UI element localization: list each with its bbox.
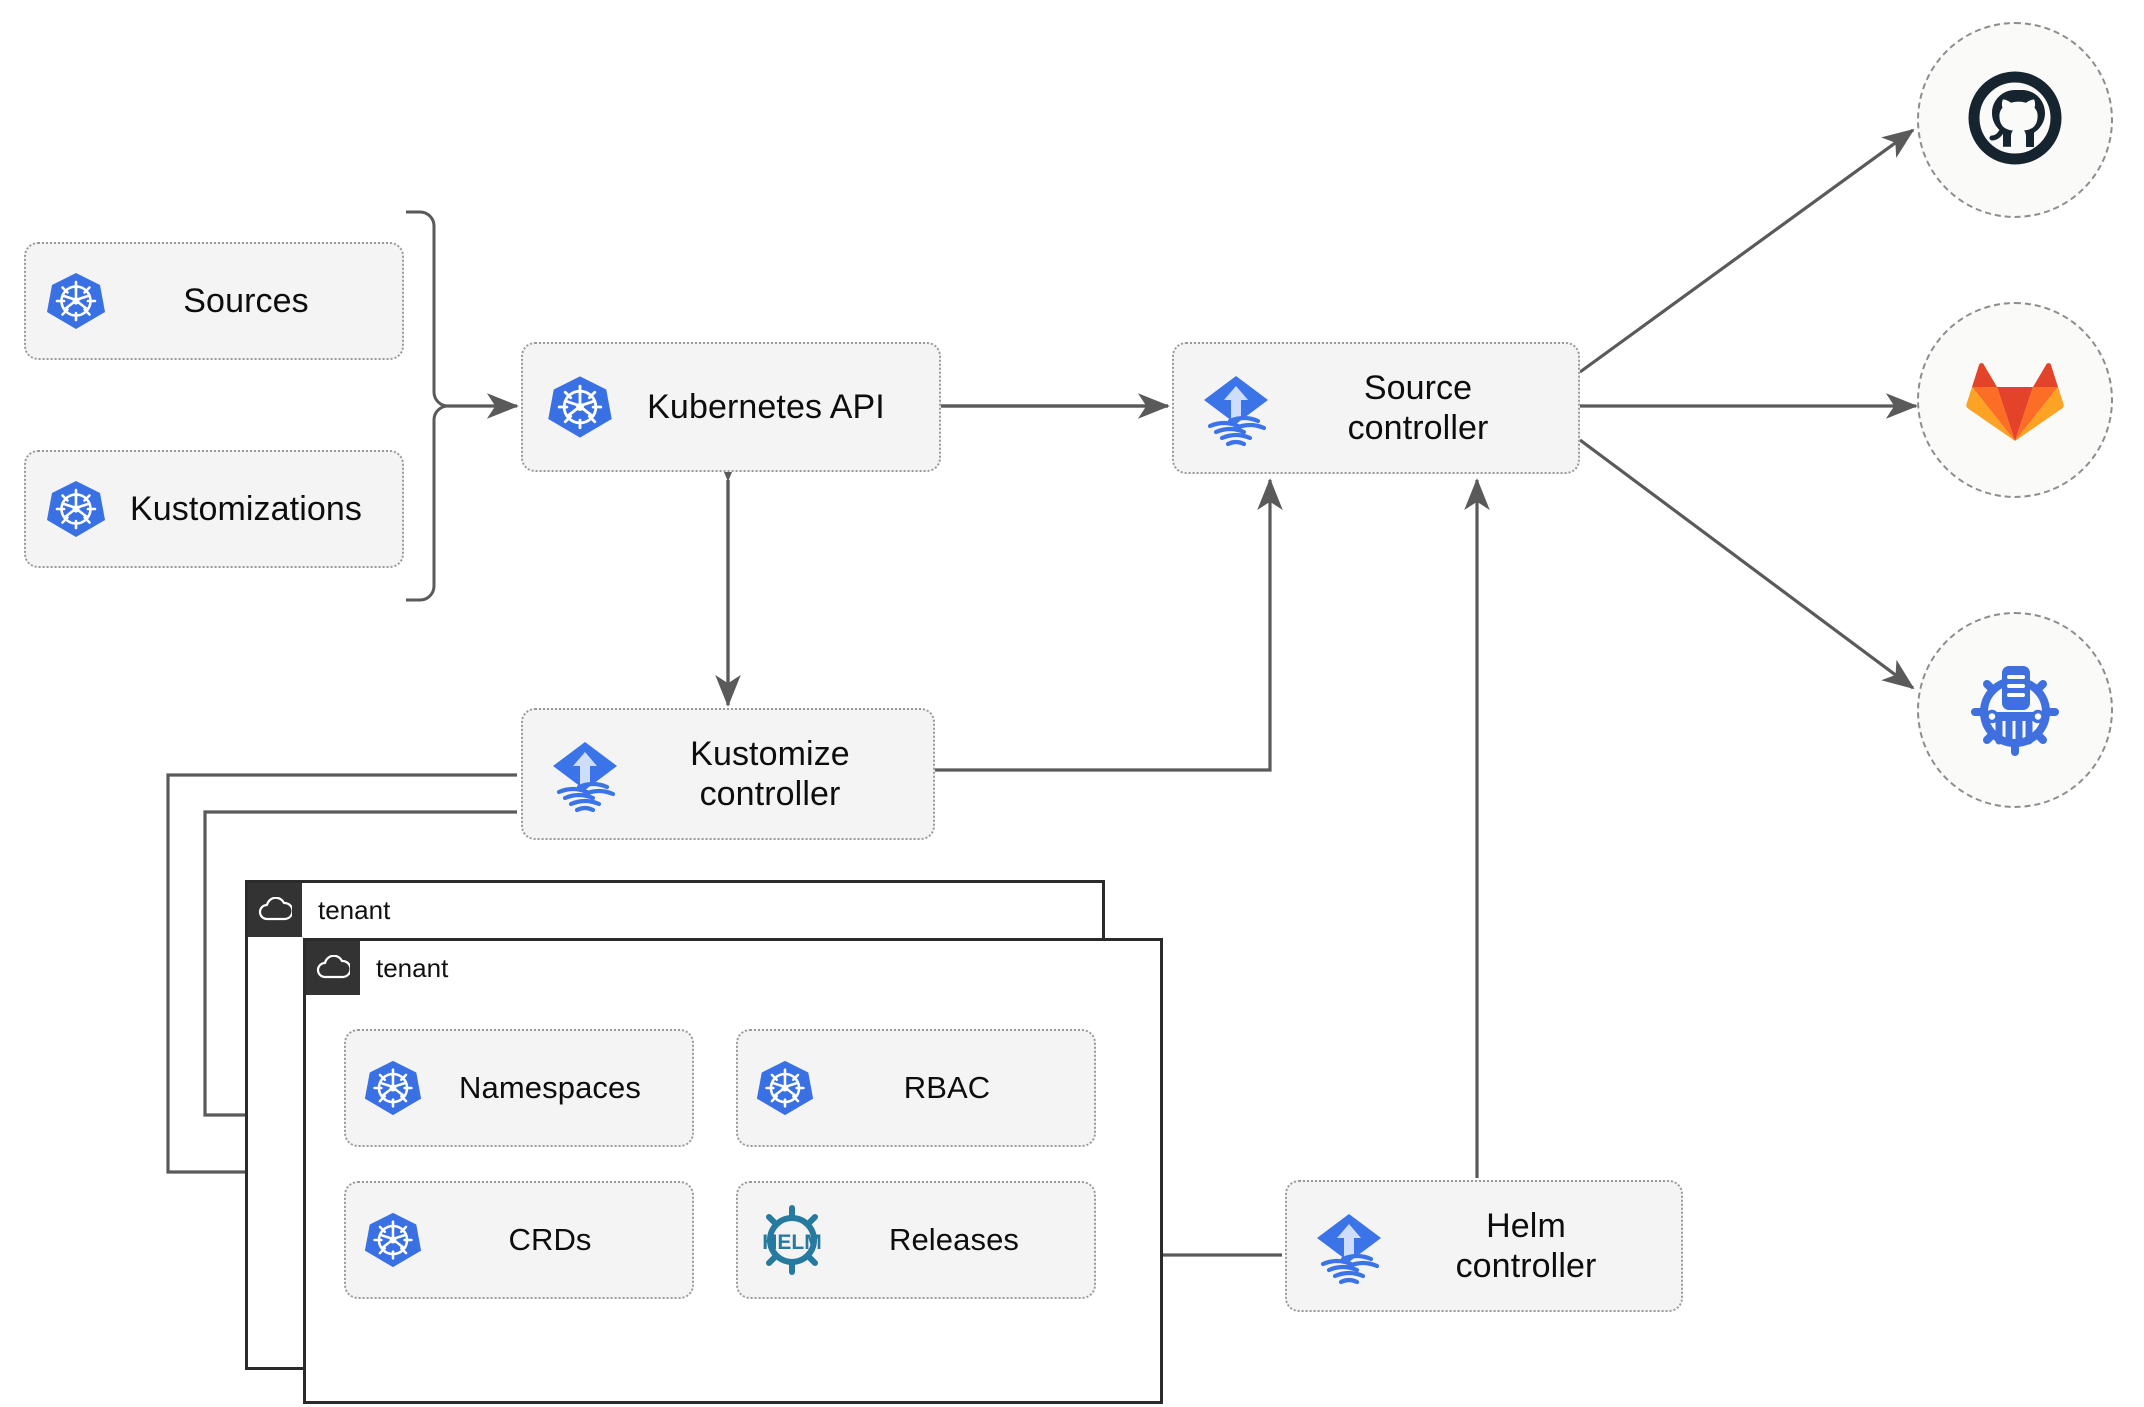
- node-source-controller[interactable]: Source controller: [1172, 342, 1580, 474]
- node-releases[interactable]: HELM Releases: [736, 1181, 1096, 1299]
- helm-icon: HELM: [754, 1202, 830, 1278]
- node-label: Helm controller: [1391, 1206, 1661, 1286]
- provider-chart-registry[interactable]: [1917, 612, 2113, 808]
- node-label: Sources: [183, 281, 309, 320]
- cloud-icon: [306, 941, 360, 995]
- provider-github[interactable]: [1917, 22, 2113, 218]
- node-label-line2: controller: [699, 775, 841, 813]
- node-label: Releases: [888, 1221, 1020, 1257]
- tenant-header: tenant: [248, 883, 390, 937]
- kubernetes-icon: [545, 372, 615, 442]
- kubernetes-icon: [754, 1057, 816, 1119]
- node-label-line1: Source: [1363, 368, 1473, 407]
- node-crds[interactable]: CRDs: [344, 1181, 694, 1299]
- tenant-label: tenant: [318, 894, 391, 925]
- node-sources[interactable]: Sources: [24, 242, 404, 360]
- node-label-line2: controller: [1455, 1247, 1597, 1285]
- node-label: Namespaces: [459, 1069, 641, 1105]
- gitlab-icon: [1965, 351, 2065, 450]
- node-kustomizations[interactable]: Kustomizations: [24, 450, 404, 568]
- kubernetes-icon: [44, 269, 108, 333]
- node-label-line1: Kustomize: [690, 734, 850, 773]
- node-label: Kubernetes API: [647, 387, 885, 426]
- github-icon: [1963, 66, 2067, 175]
- node-label-line1: Helm: [1486, 1206, 1566, 1245]
- node-namespaces[interactable]: Namespaces: [344, 1029, 694, 1147]
- provider-gitlab[interactable]: [1917, 302, 2113, 498]
- node-label: Kustomize controller: [627, 734, 913, 814]
- node-kustomize-controller[interactable]: Kustomize controller: [521, 708, 935, 840]
- kubernetes-icon: [362, 1209, 424, 1271]
- chart-registry-icon: [1961, 654, 2069, 767]
- node-label-line2: controller: [1347, 409, 1489, 447]
- node-helm-controller[interactable]: Helm controller: [1285, 1180, 1683, 1312]
- tenant-container-front[interactable]: tenant: [303, 938, 1163, 1404]
- node-label: RBAC: [903, 1069, 991, 1105]
- flux-icon: [1307, 1204, 1391, 1288]
- node-label: Source controller: [1278, 368, 1558, 448]
- flux-icon: [543, 732, 627, 816]
- tenant-header: tenant: [306, 941, 448, 995]
- node-kubernetes-api[interactable]: Kubernetes API: [521, 342, 941, 472]
- kubernetes-icon: [44, 477, 108, 541]
- flux-icon: [1194, 366, 1278, 450]
- svg-text:HELM: HELM: [762, 1231, 822, 1254]
- cloud-icon: [248, 883, 302, 937]
- node-label: Kustomizations: [130, 489, 362, 528]
- node-label: CRDs: [508, 1221, 592, 1257]
- node-rbac[interactable]: RBAC: [736, 1029, 1096, 1147]
- kubernetes-icon: [362, 1057, 424, 1119]
- tenant-label: tenant: [376, 952, 449, 983]
